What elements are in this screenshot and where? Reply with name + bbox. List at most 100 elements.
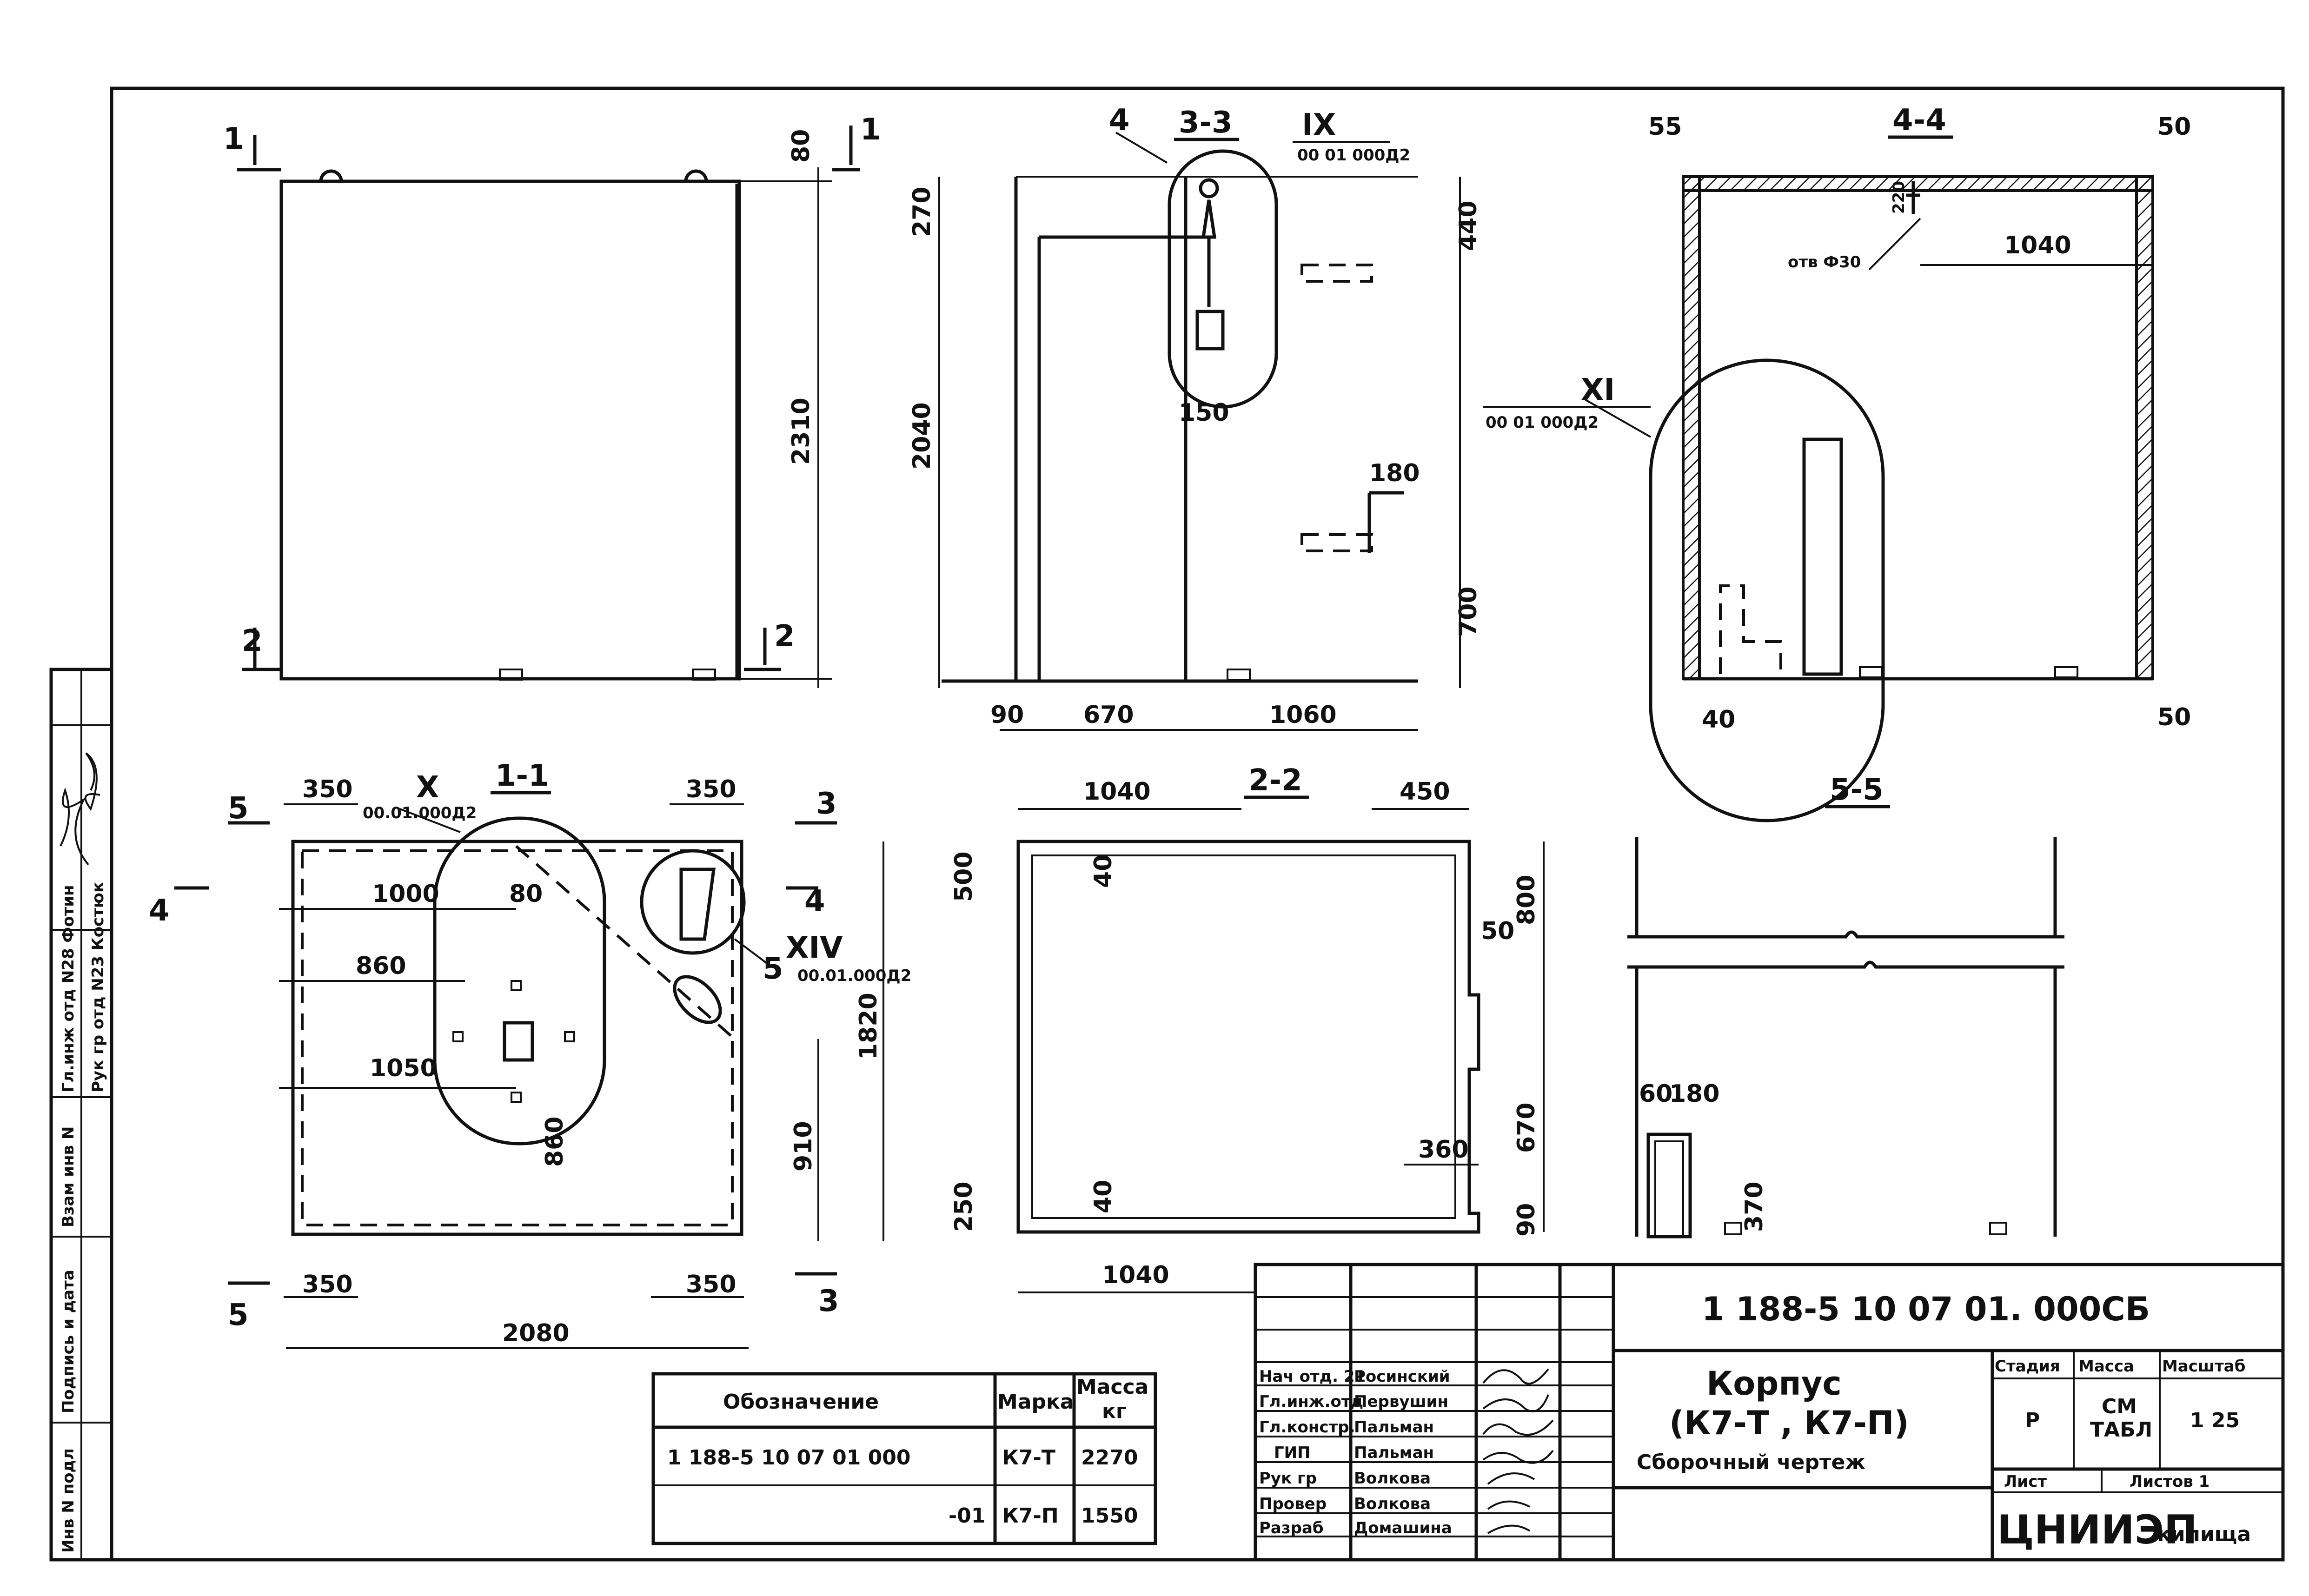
cut-3-top: 3	[816, 787, 837, 821]
dim-670-2-2: 670	[1513, 1102, 1540, 1153]
cut-3-bottom: 3	[818, 1284, 839, 1318]
sheets-label: Листов 1	[2130, 1472, 2209, 1491]
dim-40-bottom: 40	[1089, 1180, 1117, 1213]
detail-ix-code: 00 01 000Д2	[1297, 146, 1410, 165]
dim-60: 60	[1639, 1080, 1672, 1108]
spec-row1-designation: 1 188-5 10 07 01 000	[667, 1446, 910, 1470]
staff-name-6: Волкова	[1354, 1495, 1431, 1513]
spec-header-designation: Обозначение	[723, 1390, 879, 1414]
dim-2310: 2310	[787, 397, 815, 465]
staff-role-5: Рук гр	[1259, 1469, 1317, 1488]
side-stamp-vzam: Взам инв N	[59, 1126, 78, 1227]
dim-50-top: 50	[2157, 113, 2191, 141]
dim-80-top: 80	[787, 129, 815, 163]
staff-name-3: Пальман	[1354, 1418, 1434, 1437]
spec-row1-mass: 2270	[1081, 1446, 1138, 1470]
dim-350-b: 350	[686, 775, 736, 803]
dim-1820: 1820	[855, 993, 882, 1060]
side-stamp: Гл.инж отд N28 Фотин Рук гр отд N23 Кост…	[49, 668, 113, 1562]
detail-x-ref: X	[416, 770, 439, 805]
dim-150: 150	[1179, 399, 1229, 427]
title-name-line2: (К7-Т , К7-П)	[1669, 1404, 1909, 1442]
org-name: ЦНИИЭП	[1997, 1507, 2197, 1553]
scale-label: Масштаб	[2162, 1357, 2245, 1376]
title-name-line1: Корпус	[1706, 1364, 1842, 1403]
doc-code: 1 188-5 10 07 01. 000СБ	[1702, 1290, 2150, 1328]
dim-360: 360	[1418, 1136, 1469, 1164]
dim-2040: 2040	[908, 402, 936, 470]
dim-370: 370	[1740, 1181, 1768, 1232]
dim-55: 55	[1648, 113, 1682, 141]
dim-180-5-5: 180	[1669, 1080, 1720, 1108]
view-2-2: 2-2 1040 450 500 40 800 50 670 360 250 4…	[950, 763, 1545, 1293]
view-4-4-title: 4-4	[1892, 103, 1946, 138]
staff-role-7: Разраб	[1259, 1519, 1324, 1537]
spec-header-mass-unit: кг	[1102, 1399, 1127, 1423]
cut-4-left: 4	[149, 894, 170, 928]
spec-header-mark: Марка	[997, 1390, 1074, 1414]
title-name-line3: Сборочный чертеж	[1637, 1450, 1865, 1474]
view-1-1-title: 1-1	[495, 759, 549, 793]
dim-800: 800	[1513, 874, 1540, 925]
view-4-4: 4-4 отв Ф30 220 1040 55 50 40 50 XI 00 0…	[1483, 103, 2191, 822]
dim-80-plan: 80	[509, 880, 543, 908]
dim-90: 90	[990, 701, 1024, 729]
org-suffix: жилища	[2150, 1523, 2251, 1546]
dim-220: 220	[1890, 181, 1908, 214]
staff-role-4: ГИП	[1274, 1444, 1311, 1462]
cut-1-left: 1	[223, 122, 244, 156]
dim-450: 450	[1400, 778, 1450, 806]
dim-670: 670	[1083, 701, 1134, 729]
dim-50-bottom: 50	[2157, 703, 2191, 731]
dim-350-c: 350	[302, 1271, 353, 1298]
spec-row2-mass: 1550	[1081, 1504, 1138, 1528]
dim-350-d: 350	[686, 1271, 736, 1298]
mass-value-2: ТАБЛ	[2090, 1418, 2152, 1442]
side-stamp-col1: Гл.инж отд N28 Фотин	[59, 885, 78, 1093]
view-5-5-title: 5-5	[1830, 773, 1884, 807]
staff-role-6: Провер	[1259, 1495, 1327, 1513]
cut-5-top: 5	[228, 791, 249, 826]
view-2-2-title: 2-2	[1248, 763, 1302, 798]
staff-name-7: Домашина	[1354, 1519, 1452, 1537]
dim-860-b: 860	[541, 1116, 569, 1167]
staff-name-1: Росинский	[1354, 1367, 1450, 1386]
dim-40: 40	[1702, 706, 1735, 734]
mass-value-1: СМ	[2102, 1395, 2137, 1418]
dim-700: 700	[1454, 586, 1482, 637]
spec-row2-designation: -01	[949, 1504, 986, 1528]
cut-5-bottom: 5	[228, 1298, 249, 1332]
cut-2-left: 2	[242, 624, 263, 658]
dim-350-a: 350	[302, 775, 353, 803]
staff-name-5: Волкова	[1354, 1469, 1431, 1488]
view-3-3-title: 3-3	[1179, 106, 1233, 140]
dim-40-top: 40	[1089, 854, 1117, 888]
spec-row2-mark: К7-П	[1002, 1504, 1059, 1528]
dim-50-2-2: 50	[1481, 917, 1514, 945]
cut-2-right: 2	[774, 619, 795, 654]
callout-5: 5	[763, 952, 783, 986]
hole-label: отв Ф30	[1788, 253, 1861, 272]
staff-name-4: Пальман	[1354, 1444, 1434, 1462]
detail-xiv-code: 00.01.000Д2	[797, 967, 911, 985]
dim-250: 250	[950, 1181, 978, 1232]
dim-180: 180	[1369, 459, 1420, 487]
view-5-5: 5-5 60 180 370	[1627, 773, 2064, 1238]
dim-90-2-2: 90	[1513, 1203, 1540, 1237]
sheet-label: Лист	[2004, 1472, 2047, 1491]
side-stamp-signatures	[60, 752, 100, 866]
side-stamp-inv: Инв N подл	[59, 1448, 78, 1553]
view-3-3: 3-3 4 IX 00 01 000Д2 270 2040 440 700 15…	[908, 103, 1482, 731]
dim-860-a: 860	[356, 952, 406, 980]
staff-role-1: Нач отд. 21	[1259, 1367, 1366, 1386]
spec-table: Обозначение Марка Масса кг 1 188-5 10 07…	[651, 1372, 1157, 1545]
dim-1040-bottom: 1040	[1102, 1261, 1169, 1289]
staff-signatures	[1482, 1368, 1554, 1534]
stage-label: Стадия	[1995, 1357, 2060, 1376]
view-1-1-elevation: 1 1 2 2 80 2310	[223, 113, 881, 688]
staff-role-2: Гл.инж.отд	[1259, 1392, 1363, 1411]
detail-xiv-ref: XIV	[786, 931, 843, 965]
callout-4: 4	[1109, 103, 1130, 138]
staff-name-2: Первушин	[1354, 1392, 1448, 1411]
